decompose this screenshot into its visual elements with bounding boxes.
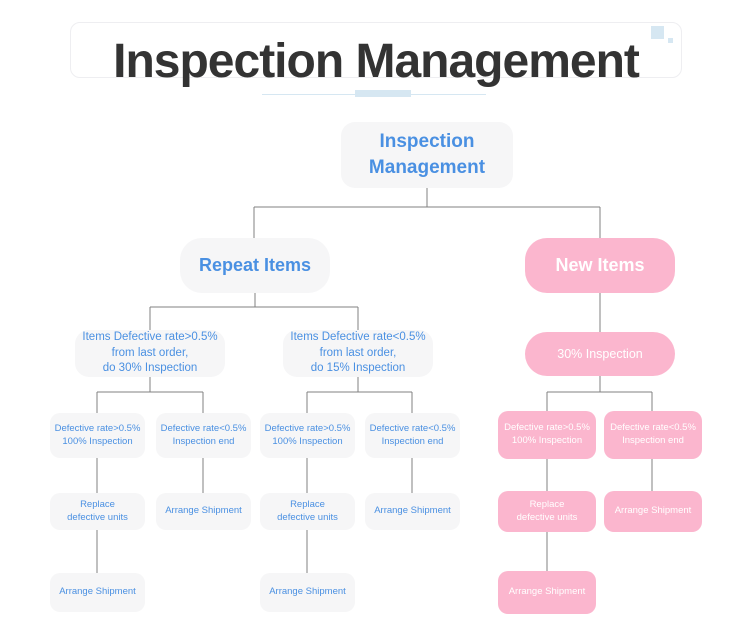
- node-repeat-high-lt-inspection-end[interactable]: Defective rate<0.5% Inspection end: [156, 413, 251, 458]
- node-repeat-low-replace-units[interactable]: Replace defective units: [260, 493, 355, 530]
- node-label-line1: Items Defective rate<0.5%: [290, 331, 426, 344]
- node-repeat-low-lt-inspection-end[interactable]: Defective rate<0.5% Inspection end: [365, 413, 460, 458]
- node-label: Arrange Shipment: [614, 505, 692, 517]
- node-label-line1: Replace: [290, 498, 325, 510]
- node-new-replace-units[interactable]: Replace defective units: [498, 491, 596, 532]
- node-repeat-low-gt-100-inspection[interactable]: Defective rate>0.5% 100% Inspection: [260, 413, 355, 458]
- node-label: New Items: [555, 255, 645, 276]
- decorative-square-small-icon: [668, 38, 673, 43]
- node-repeat-items[interactable]: Repeat Items: [180, 238, 330, 293]
- title-underline-accent: [355, 90, 411, 97]
- node-label-line3: do 15% Inspection: [310, 362, 406, 375]
- node-new-final-shipment[interactable]: Arrange Shipment: [498, 571, 596, 614]
- node-label-line2: defective units: [67, 511, 128, 523]
- node-repeat-high-replace-units[interactable]: Replace defective units: [50, 493, 145, 530]
- node-label: Arrange Shipment: [508, 586, 586, 598]
- node-label-line1: Replace: [80, 498, 115, 510]
- node-repeat-low-arrange-shipment[interactable]: Arrange Shipment: [365, 493, 460, 530]
- node-label-line2: from last order,: [111, 346, 189, 359]
- node-label-line2: 100% Inspection: [272, 435, 343, 447]
- node-new-lt-inspection-end[interactable]: Defective rate<0.5% Inspection end: [604, 411, 702, 459]
- node-new-arrange-shipment[interactable]: Arrange Shipment: [604, 491, 702, 532]
- node-label: Arrange Shipment: [165, 505, 242, 517]
- node-new-gt-100-inspection[interactable]: Defective rate>0.5% 100% Inspection: [498, 411, 596, 459]
- node-new-items[interactable]: New Items: [525, 238, 675, 293]
- node-label-line1: Defective rate>0.5%: [264, 422, 351, 434]
- node-label-line1: Defective rate<0.5%: [160, 422, 247, 434]
- node-label-line1: Defective rate<0.5%: [610, 422, 696, 434]
- node-label: Arrange Shipment: [269, 586, 346, 598]
- node-label-line1: Items Defective rate>0.5%: [82, 331, 218, 344]
- node-label-line2: Inspection end: [172, 435, 235, 447]
- node-inspection-management[interactable]: Inspection Management: [341, 122, 513, 188]
- node-repeat-high-defect-rate[interactable]: Items Defective rate>0.5% from last orde…: [75, 330, 225, 377]
- node-label-line2: Management: [368, 157, 486, 178]
- node-label-line1: Replace: [529, 498, 565, 510]
- node-label-line2: from last order,: [319, 346, 397, 359]
- node-label-line2: defective units: [516, 511, 578, 523]
- node-label-line2: 100% Inspection: [62, 435, 133, 447]
- decorative-square-large-icon: [651, 26, 664, 39]
- node-label-line2: Inspection end: [622, 435, 684, 446]
- node-new-30-percent-inspection[interactable]: 30% Inspection: [525, 332, 675, 376]
- title-card: [70, 22, 682, 78]
- node-label-line1: Inspection: [379, 131, 475, 153]
- node-repeat-low-defect-rate[interactable]: Items Defective rate<0.5% from last orde…: [283, 330, 433, 377]
- node-repeat-high-final-shipment[interactable]: Arrange Shipment: [50, 573, 145, 612]
- node-label-line2: 100% Inspection: [511, 435, 583, 446]
- node-label: Arrange Shipment: [59, 586, 136, 598]
- node-repeat-high-arrange-shipment[interactable]: Arrange Shipment: [156, 493, 251, 530]
- node-label-line1: Defective rate>0.5%: [504, 422, 590, 434]
- node-label-line3: do 30% Inspection: [102, 362, 198, 375]
- node-label-line2: defective units: [277, 511, 338, 523]
- node-label: Arrange Shipment: [374, 505, 451, 517]
- node-label-line1: Defective rate>0.5%: [54, 422, 141, 434]
- node-repeat-high-gt-100-inspection[interactable]: Defective rate>0.5% 100% Inspection: [50, 413, 145, 458]
- node-label-line2: Inspection end: [381, 435, 444, 447]
- node-label: Repeat Items: [198, 255, 312, 276]
- node-repeat-low-final-shipment[interactable]: Arrange Shipment: [260, 573, 355, 612]
- page-title: Inspection Management: [113, 34, 640, 88]
- node-label-line1: Defective rate<0.5%: [369, 422, 456, 434]
- node-label: 30% Inspection: [557, 346, 643, 361]
